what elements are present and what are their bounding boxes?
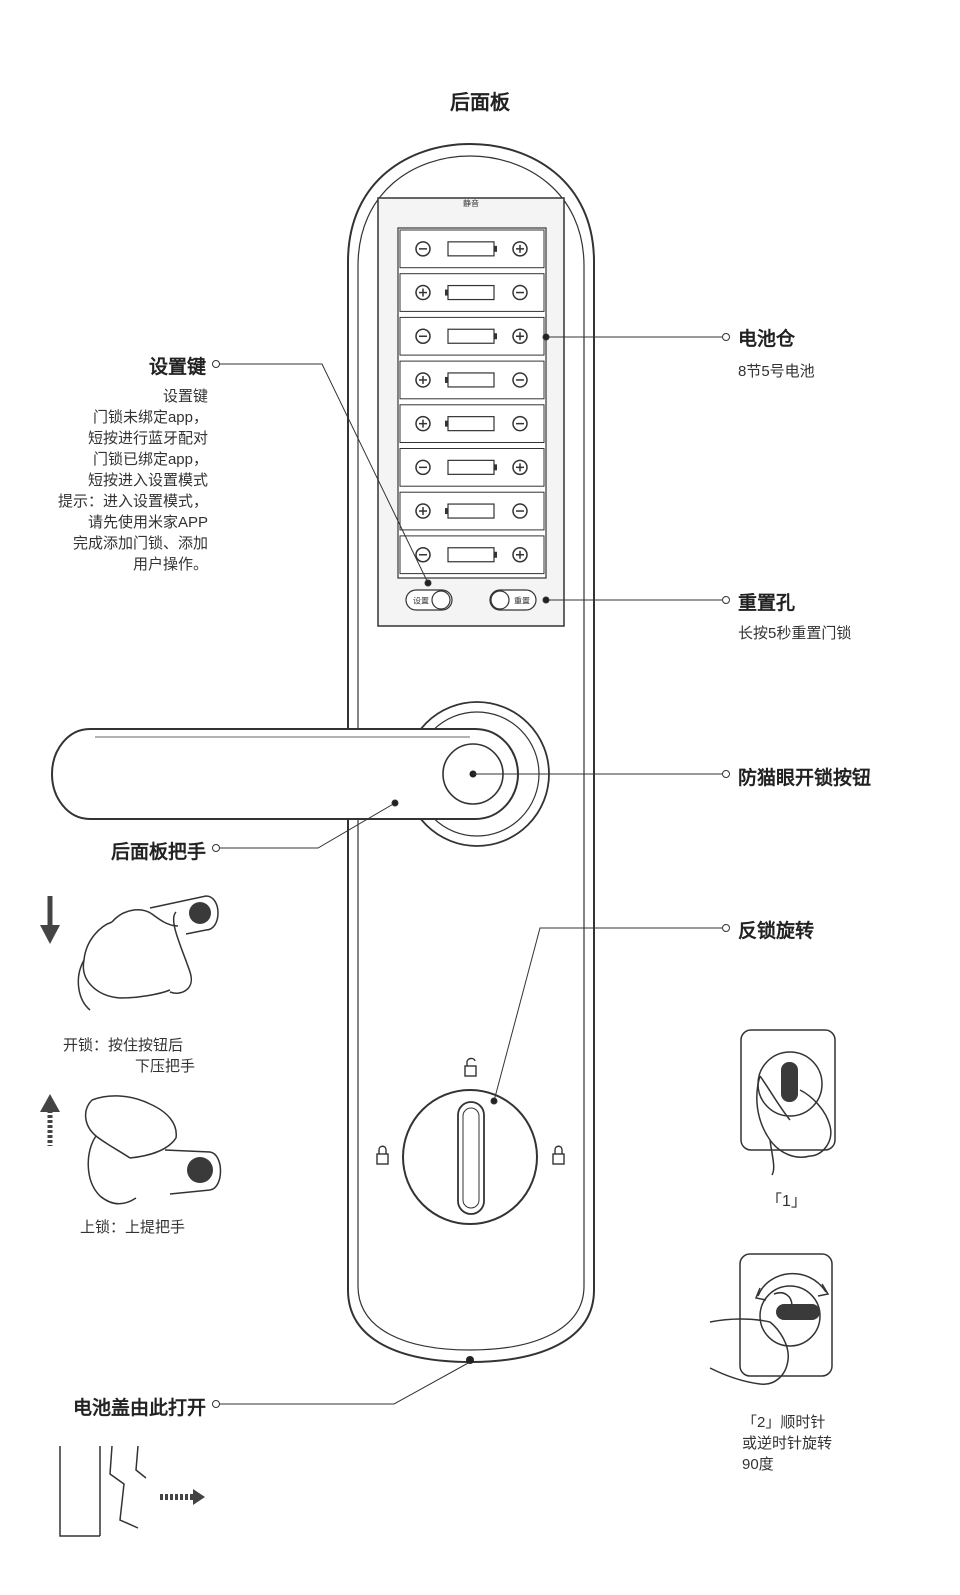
set-button-label: 设置 [413, 596, 429, 606]
page-title: 后面板 [450, 92, 510, 114]
battery-slot [399, 360, 545, 400]
lock-body [347, 142, 595, 1364]
step1-caption: 「1」 [766, 1193, 807, 1210]
battery-slot [399, 273, 545, 312]
battery-icon [447, 372, 495, 388]
reset-button[interactable]: 重置 [489, 589, 537, 611]
settings-line: 提示：进入设置模式， [57, 493, 208, 510]
battery-slot [399, 404, 545, 443]
settings-key-title: 设置键 [148, 357, 206, 378]
unlock-icon [464, 1057, 477, 1077]
battery-slot [399, 448, 545, 487]
lock-icon-right [552, 1145, 565, 1165]
settings-line: 短按进入设置模式 [87, 472, 208, 489]
unlock-caption-line1: 开锁：按住按钮后 [63, 1037, 184, 1054]
battery-icon [447, 547, 495, 563]
battery-cover-point [466, 1356, 474, 1364]
battery-compartment: 静音 [377, 197, 565, 627]
battery-icon [447, 328, 495, 344]
battery-icon [447, 503, 495, 519]
settings-line: 完成添加门锁、添加 [72, 535, 208, 552]
settings-line: 门锁未绑定app， [92, 409, 208, 426]
lock-hand-illustration [40, 1094, 222, 1205]
anti-cat-eye-title: 防猫眼开锁按钮 [738, 768, 872, 789]
leader-lines [212, 333, 730, 1408]
battery-slot [399, 316, 545, 356]
settings-line: 设置键 [162, 388, 208, 405]
battery-slot [399, 491, 545, 531]
rear-handle-title: 后面板把手 [110, 842, 206, 863]
settings-line: 短按进行蓝牙配对 [87, 430, 208, 447]
battery-slot [399, 535, 545, 575]
step2-illustration [709, 1253, 833, 1385]
deadlock-knob-title: 反锁旋转 [738, 921, 815, 942]
battery-compartment-sub: 8节5号电池 [738, 363, 815, 380]
battery-slot [399, 229, 545, 269]
deadlock-knob[interactable] [402, 1089, 538, 1225]
battery-icon [447, 459, 495, 475]
unlock-caption-line2: 下压把手 [135, 1058, 196, 1075]
step2-caption-line1: 「2」顺时针 [742, 1414, 826, 1431]
lock-caption: 上锁：上提把手 [80, 1219, 186, 1236]
step2-caption-line3: 90度 [742, 1456, 774, 1473]
settings-key-description: 设置键 门锁未绑定app， 短按进行蓝牙配对 门锁已绑定app， 短按进入设置模… [0, 386, 208, 575]
battery-cover-title: 电池盖由此打开 [72, 1398, 206, 1419]
battery-cover-illustration [59, 1445, 205, 1537]
rear-handle[interactable] [50, 728, 520, 820]
reset-button-label: 重置 [514, 596, 530, 606]
reset-hole-sub: 长按5秒重置门锁 [738, 625, 852, 642]
unlock-hand-illustration [40, 895, 219, 1011]
battery-icon [447, 241, 495, 257]
reset-hole-title: 重置孔 [738, 593, 796, 614]
step1-illustration [740, 1029, 836, 1176]
battery-compartment-title: 电池仓 [738, 329, 796, 350]
step2-caption-line2: 或逆时针旋转 [742, 1435, 833, 1452]
mute-label: 静音 [463, 198, 479, 208]
settings-line: 请先使用米家APP [87, 514, 208, 531]
set-button[interactable]: 设置 [405, 589, 453, 611]
battery-icon [447, 284, 495, 301]
battery-icon [447, 416, 495, 432]
settings-line: 门锁已绑定app， [92, 451, 208, 468]
settings-line: 用户操作。 [132, 556, 208, 573]
lock-icon-left [376, 1145, 389, 1165]
